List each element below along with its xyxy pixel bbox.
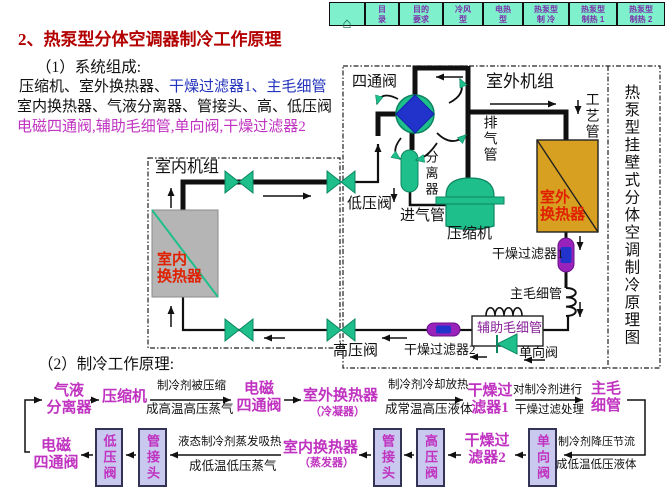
flow-ann2-bottom: 成常温高压液体 [385, 402, 473, 416]
flow-pipe-joint-box-1: 管接头 [373, 428, 402, 487]
aux-capillary-label: 辅助毛细管 [477, 320, 543, 335]
page-title: 2、热泵型分体空调器制冷工作原理 [18, 30, 282, 49]
system-components-line1: 压缩机、室外换热器、干燥过滤器1、主毛细管 [19, 79, 327, 96]
separator-label: 分离器 [423, 150, 439, 198]
pipes-thin [181, 144, 570, 332]
outdoor-unit-border [342, 65, 661, 369]
home-icon: ⌂ [342, 15, 352, 32]
flow-ann4-bottom: 成低温低压液体 [556, 459, 637, 471]
flow-ann5-bottom: 成低温低压蒸气 [189, 459, 277, 473]
four-way-valve [395, 94, 435, 134]
flow-ann3-bottom: 干燥过滤处理 [515, 404, 584, 416]
flow-gas-liquid-separator: 气液 分离器 [46, 383, 92, 416]
compressor-shape [435, 177, 505, 231]
flow-ann3-top: 对制冷剂进行 [513, 384, 582, 396]
flow-solenoid-valve-2: 电磁 四通阀 [33, 438, 79, 471]
low-pressure-valve-shape [326, 169, 356, 195]
low-pressure-valve-label: 低压阀 [347, 196, 393, 212]
flow-ann1-top: 制冷剂被压缩 [157, 380, 226, 392]
check-valve-label: 单向阀 [519, 345, 559, 360]
flow-indoor-hx-sub: （蒸发器） [299, 457, 354, 469]
indoor-hx-label: 室内 换热器 [157, 252, 203, 285]
flowchart-arrows [24, 396, 646, 459]
flow-dry-filter1: 干燥过 滤器1 [467, 383, 513, 416]
dry-filter1-label: 干燥过滤器1 [492, 246, 564, 261]
flow-dry-filter2: 干燥过 滤器2 [464, 433, 510, 466]
pipes-thick [180, 65, 569, 212]
gas-liquid-separator [400, 149, 419, 193]
flow-check-valve-box: 单向阀 [528, 428, 557, 487]
nav-electric-heat-button[interactable]: 电热 型 [483, 2, 523, 26]
process-pipe-label: 工艺管 [583, 92, 599, 140]
flow-ann5-top: 液态制冷剂蒸发吸热 [178, 436, 282, 448]
nav-heatpump-cooling-button[interactable]: 热泵型 制 冷 [523, 2, 569, 26]
discharge-pipe-label: 排气管 [481, 115, 497, 163]
pipe-joint-valve-top [224, 169, 254, 195]
nav-objectives-button[interactable]: 目的 要求 [399, 2, 443, 26]
line1-black-part: 压缩机、室外换热器、 [19, 79, 170, 95]
high-pressure-valve-shape [326, 317, 356, 343]
pipe-joint-valve-bottom [224, 317, 254, 343]
outdoor-unit-label: 室外机组 [486, 72, 554, 91]
outdoor-hx-label: 室外 换热器 [540, 190, 586, 223]
compressor-label: 压缩机 [447, 226, 493, 242]
nav-contents-button[interactable]: 目 录 [365, 2, 399, 26]
flow-indoor-hx: 室内换热器 [283, 440, 359, 456]
flow-compressor: 压缩机 [102, 389, 148, 405]
flow-low-pressure-valve-box: 低压阀 [95, 428, 123, 487]
flow-main-capillary: 主毛 细管 [590, 381, 621, 414]
nav-heatpump-heating2-button[interactable]: 热泵型 制热 2 [617, 2, 665, 26]
indoor-unit-label: 室内机组 [155, 159, 220, 176]
outdoor-heat-exchanger-box [536, 139, 599, 233]
flow-ann4-top: 制冷剂降压节流 [558, 436, 635, 448]
flow-arrows [167, 73, 584, 364]
line1-blue-part: 干燥过滤器1、主毛细管 [169, 79, 327, 95]
flow-solenoid-valve: 电磁 四通阀 [236, 381, 282, 414]
flow-pipe-joint-box-2: 管接头 [138, 428, 167, 487]
system-components-line3: 电磁四通阀,辅助毛细管,单向阀,干燥过滤器2 [17, 119, 306, 135]
indoor-unit-border [147, 157, 341, 349]
valve-swirl-arrows [377, 79, 466, 160]
dry-filter-2-capsule [426, 322, 461, 337]
main-capillary-coil [565, 287, 577, 317]
high-pressure-valve-label: 高压阀 [333, 343, 379, 359]
flow-ann2-top: 制冷剂冷却放热 [388, 379, 469, 391]
section1-heading: （1）系统组成: [36, 59, 142, 76]
nav-cool-only-button[interactable]: 冷风 型 [443, 2, 483, 26]
section2-heading: （2）制冷工作原理: [38, 356, 175, 373]
dry-filter-1-capsule [557, 237, 575, 273]
nav-home-button[interactable]: ⌂ [329, 2, 365, 32]
aux-capillary-coil [485, 306, 523, 317]
indoor-heat-exchanger-box [151, 209, 219, 298]
flow-outdoor-hx-sub: （冷凝器） [310, 406, 365, 418]
dry-filter2-label: 干燥过滤器2 [404, 342, 476, 357]
flow-outdoor-hx: 室外换热器 [303, 388, 379, 404]
system-components-line2: 室内换热器、气液分离器、管接头、高、低压阀 [17, 99, 333, 115]
flow-ann1-bottom: 成高温高压蒸气 [146, 402, 234, 416]
main-capillary-label: 主毛细管 [510, 286, 563, 301]
four-way-valve-label: 四通阀 [352, 74, 398, 90]
check-valve-shape [495, 333, 518, 355]
intake-pipe-label: 进气管 [400, 208, 446, 224]
side-caption: 热泵型挂壁式分体空调制冷原理图 [622, 84, 640, 347]
nav-heatpump-heating1-button[interactable]: 热泵型 制热 1 [569, 2, 617, 26]
flow-high-pressure-valve-box: 高压阀 [416, 428, 445, 487]
